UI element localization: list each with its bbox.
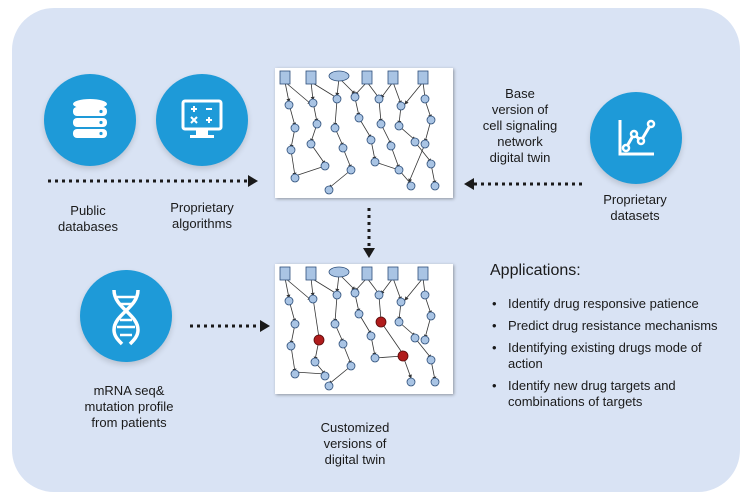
arrow-sources-to-network <box>48 175 258 187</box>
base-network-graph <box>279 70 440 195</box>
base-network-diagram <box>275 68 453 198</box>
public-databases-label: Public databases <box>58 203 118 234</box>
database-icon <box>73 99 107 138</box>
line-chart-icon <box>618 119 656 156</box>
proprietary-algorithms-label: Proprietary algorithms <box>170 200 234 231</box>
calculator-icon-circle <box>156 74 248 166</box>
dna-icon-circle <box>80 270 172 362</box>
applications-list: Identify drug responsive patiencePredict… <box>490 296 730 416</box>
applications-title: Applications: <box>490 262 581 279</box>
application-item: Identify new drug targets and combinatio… <box>490 378 730 410</box>
arrow-base-to-customized <box>363 208 375 258</box>
application-item: Identify drug responsive patience <box>490 296 730 312</box>
customized-versions-label: Customized versions of digital twin <box>320 420 390 467</box>
arrow-patients-to-customized <box>190 320 270 332</box>
highlighted-node <box>375 316 387 328</box>
arrow-datasets-to-network <box>464 178 584 190</box>
calculator-screen-icon <box>181 99 223 138</box>
application-item: Identifying existing drugs mode of actio… <box>490 340 730 372</box>
chart-icon-circle <box>590 92 682 184</box>
base-version-label: Base version of cell signaling network d… <box>482 86 558 165</box>
highlighted-node <box>313 334 325 346</box>
highlighted-node <box>397 350 409 362</box>
application-item: Predict drug resistance mechanisms <box>490 318 730 334</box>
patient-profile-label: mRNA seq& mutation profile from patients <box>84 383 174 430</box>
proprietary-datasets-label: Proprietary datasets <box>603 192 667 223</box>
customized-network-graph <box>279 266 440 391</box>
database-icon-circle <box>44 74 136 166</box>
customized-network-diagram <box>275 264 453 394</box>
dna-icon <box>112 289 140 346</box>
